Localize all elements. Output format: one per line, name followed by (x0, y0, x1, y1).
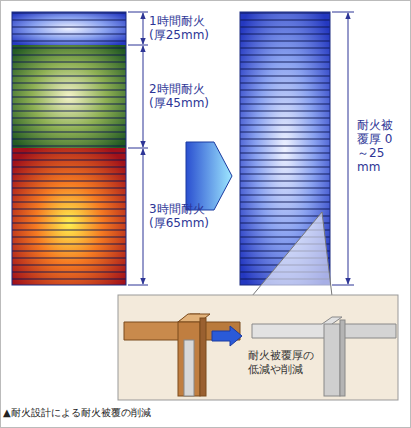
steel-core (184, 340, 194, 396)
inset-box: 耐火被覆厚の 低減や削減 (118, 295, 398, 400)
tick (128, 148, 148, 149)
inset-panel (118, 295, 398, 400)
transition-arrow (186, 142, 232, 210)
bracket (143, 149, 144, 284)
building-left (12, 12, 126, 285)
bare-beam (340, 324, 396, 338)
caption: ▲耐火設計による耐火被覆の削減 (3, 407, 151, 419)
bracket (348, 13, 349, 284)
bracket (143, 13, 144, 44)
tick (128, 285, 148, 286)
inset-arrow (212, 326, 242, 346)
dimension-label: 耐火被覆厚 0～25 mm (357, 118, 395, 174)
note-text: 耐火被覆厚の 低減や削減 (248, 349, 318, 377)
tick (332, 12, 354, 13)
tick (128, 45, 148, 46)
bare-column (324, 324, 340, 396)
rating-label: 3時間耐火 (厚65mm) (149, 202, 219, 230)
tick (332, 285, 354, 286)
bracket (143, 46, 144, 147)
rating-label: 1時間耐火 (厚25mm) (149, 14, 219, 42)
covered-column (178, 322, 200, 396)
callout-wedge (252, 212, 332, 296)
rating-label: 2時間耐火 (厚45mm) (149, 82, 219, 110)
bare-column-side (340, 320, 345, 396)
tick (128, 12, 148, 13)
covered-column-side (200, 318, 206, 396)
